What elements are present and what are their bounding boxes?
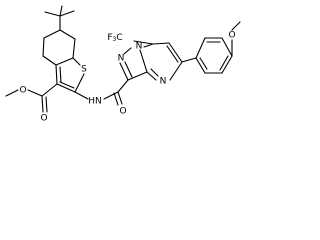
- bond: [168, 42, 183, 63]
- bond: [113, 92, 119, 106]
- bond: [123, 47, 132, 55]
- bond: [72, 57, 81, 66]
- bond: [59, 10, 75, 17]
- bond: [55, 57, 74, 66]
- bond: [221, 37, 233, 57]
- bond-lines: [5, 5, 241, 113]
- bond: [117, 79, 129, 93]
- atom-label-ester-oxygen: O: [19, 86, 26, 96]
- bond: [74, 73, 85, 93]
- f3c-c: C: [116, 33, 122, 43]
- bond: [59, 66, 62, 83]
- atom-label-ester-oxygen-double: O: [40, 114, 47, 124]
- bond: [59, 81, 75, 89]
- bond: [45, 96, 48, 113]
- bond: [139, 49, 148, 73]
- bond: [221, 55, 233, 74]
- bond: [219, 55, 229, 71]
- f3c-f: F: [107, 33, 112, 43]
- bond: [74, 91, 89, 100]
- bond: [199, 57, 208, 70]
- bond: [152, 42, 170, 45]
- atom-label-methoxy-oxygen: O: [228, 31, 235, 41]
- bond: [181, 57, 197, 63]
- bond: [43, 29, 61, 39]
- bond: [195, 37, 206, 59]
- bond: [41, 83, 58, 97]
- bond: [119, 62, 129, 81]
- bond: [55, 64, 58, 85]
- bond: [150, 68, 159, 77]
- bond: [41, 95, 44, 113]
- atom-label-bridge-nitrogen: N: [136, 42, 143, 52]
- bond: [56, 83, 76, 93]
- bond: [117, 91, 123, 105]
- bond: [103, 91, 119, 100]
- bond: [5, 89, 19, 97]
- chemical-structure-diagram: F3C O O S HN O N N N O: [5, 5, 241, 124]
- bond: [59, 29, 76, 40]
- bond: [146, 71, 157, 81]
- bond: [27, 89, 43, 97]
- atom-label-pyrazole-nitrogen: N: [118, 54, 125, 64]
- bond: [195, 57, 206, 74]
- bond: [231, 21, 241, 31]
- bond: [59, 5, 63, 17]
- bond: [42, 55, 57, 66]
- bond: [143, 43, 154, 48]
- atom-label-amide-nh: HN: [88, 97, 102, 107]
- bond: [44, 11, 61, 17]
- bond: [169, 61, 183, 81]
- f3c-subscript: 3: [113, 36, 117, 43]
- bond: [42, 37, 45, 57]
- atom-label-amide-oxygen: O: [119, 107, 126, 117]
- bond: [124, 61, 133, 78]
- atom-labels: F3C O O S HN O N N N O: [19, 31, 235, 124]
- atom-label-thiophene-sulfur: S: [81, 65, 87, 75]
- atom-label-pyrimidine-nitrogen: N: [160, 77, 167, 87]
- bond: [127, 71, 148, 81]
- bond: [166, 45, 179, 63]
- bond: [72, 38, 76, 59]
- atom-label-f3c: F3C: [107, 33, 122, 43]
- bond: [133, 40, 154, 45]
